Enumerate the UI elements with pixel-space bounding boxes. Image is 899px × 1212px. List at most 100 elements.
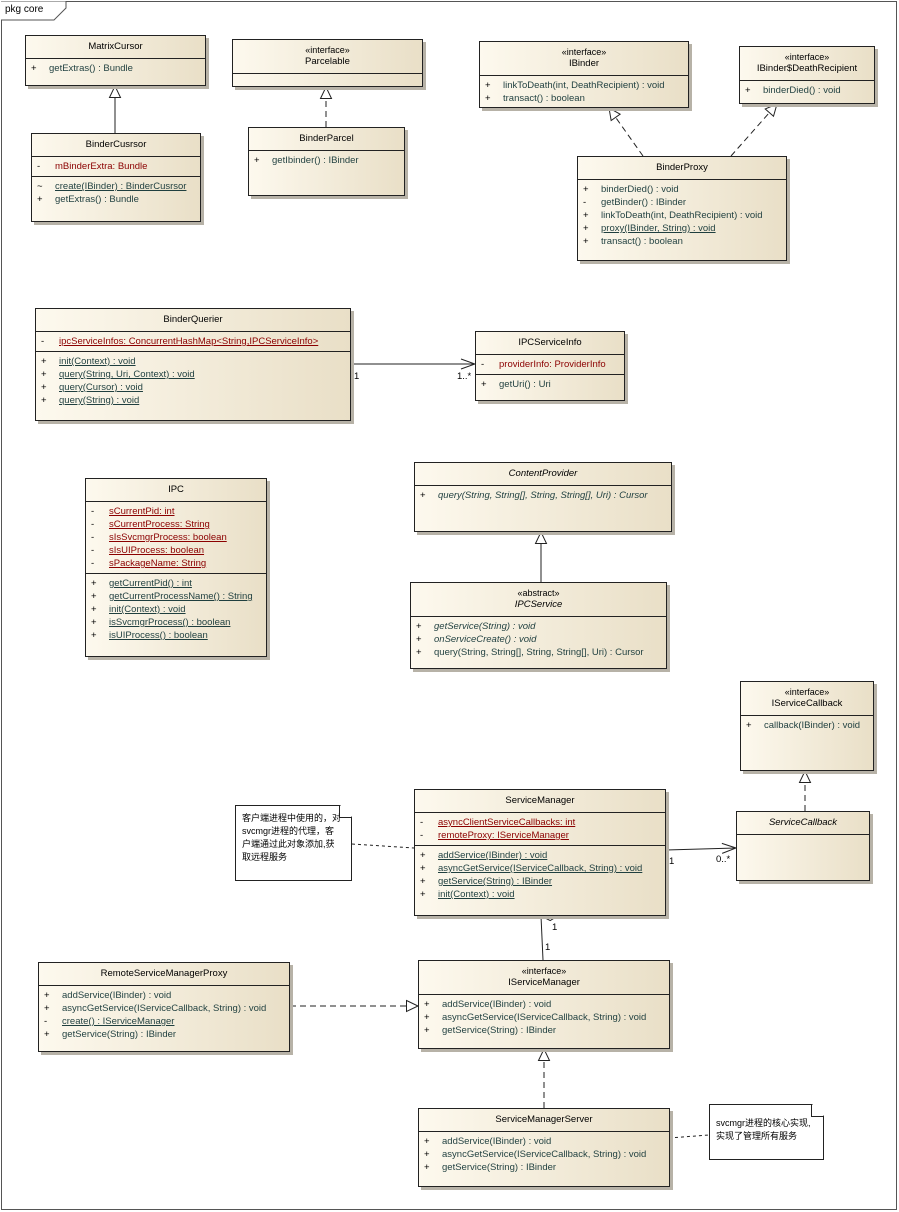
operation-row[interactable]: +isSvcmgrProcess() : boolean: [91, 616, 261, 629]
attribute-row[interactable]: -ipcServiceInfos: ConcurrentHashMap<Stri…: [41, 335, 345, 348]
operation-row[interactable]: +asyncGetService(IServiceCallback, Strin…: [420, 862, 660, 875]
operation-text: init(Context) : void: [438, 889, 515, 900]
class-name: IBinder: [568, 58, 600, 69]
operations-compartment: +getUri() : Uri: [476, 374, 624, 394]
class-bindercursor[interactable]: BinderCusrsor-mBinderExtra: Bundle~creat…: [31, 133, 201, 222]
operations-compartment: +getExtras() : Bundle: [26, 59, 205, 78]
operation-row[interactable]: +linkToDeath(int, DeathRecipient) : void: [583, 209, 781, 222]
operation-row[interactable]: -getBinder() : IBinder: [583, 196, 781, 209]
operation-row[interactable]: +addService(IBinder) : void: [424, 998, 664, 1011]
operation-row[interactable]: +addService(IBinder) : void: [420, 849, 660, 862]
operation-row[interactable]: +getExtras() : Bundle: [31, 62, 200, 75]
class-header: BinderParcel: [249, 128, 404, 151]
operation-row[interactable]: +asyncGetService(IServiceCallback, Strin…: [424, 1148, 664, 1161]
operation-row[interactable]: +onServiceCreate() : void: [416, 633, 661, 646]
class-matrixcursor[interactable]: MatrixCursor+getExtras() : Bundle: [25, 35, 206, 86]
operation-row[interactable]: +init(Context) : void: [41, 355, 345, 368]
class-binderparcel[interactable]: BinderParcel +getIbinder() : IBinder: [248, 127, 405, 196]
operation-row[interactable]: +getService(String) : void: [416, 620, 661, 633]
operation-text: asyncGetService(IServiceCallback, String…: [62, 1003, 267, 1014]
operation-row[interactable]: +linkToDeath(int, DeathRecipient) : void: [485, 79, 683, 92]
attribute-row[interactable]: -sCurrentProcess: String: [91, 518, 261, 531]
class-ipcserviceinfo[interactable]: IPCServiceInfo-providerInfo: ProviderInf…: [475, 331, 625, 401]
visibility-marker: +: [583, 236, 589, 247]
class-binderproxy[interactable]: BinderProxy+binderDied() : void-getBinde…: [577, 156, 787, 261]
operation-row[interactable]: +getService(String) : IBinder: [420, 875, 660, 888]
operation-text: addService(IBinder) : void: [442, 999, 552, 1010]
class-remoteservicemanagerproxy[interactable]: RemoteServiceManagerProxy+addService(IBi…: [38, 962, 290, 1052]
operation-row[interactable]: +callback(IBinder) : void: [746, 719, 868, 732]
class-deathrecipient[interactable]: «interface»IBinder$DeathRecipient+binder…: [739, 46, 875, 104]
operation-row[interactable]: +asyncGetService(IServiceCallback, Strin…: [424, 1011, 664, 1024]
class-name: BinderParcel: [299, 133, 354, 144]
visibility-marker: -: [41, 336, 45, 347]
attribute-row[interactable]: -sIsSvcmgrProcess: boolean: [91, 531, 261, 544]
class-stereotype: «interface»: [521, 966, 567, 976]
attribute-row[interactable]: -sCurrentPid: int: [91, 505, 261, 518]
operation-row[interactable]: +query(Cursor) : void: [41, 381, 345, 394]
visibility-marker: +: [420, 876, 426, 887]
empty-compartment: [233, 74, 422, 110]
operation-row[interactable]: + transact() : boolean: [583, 235, 781, 248]
visibility-marker: +: [91, 630, 97, 641]
class-contentprovider[interactable]: ContentProvider+query(String, String[], …: [414, 462, 672, 532]
visibility-marker: -: [91, 506, 95, 517]
operation-text: getUri() : Uri: [499, 379, 551, 390]
visibility-marker: +: [91, 578, 97, 589]
operation-row[interactable]: +getExtras() : Bundle: [37, 193, 195, 206]
operation-row[interactable]: ~create(IBinder) : BinderCusrsor: [37, 180, 195, 193]
operation-row[interactable]: +query(String, Uri, Context) : void: [41, 368, 345, 381]
operation-row[interactable]: +getIbinder() : IBinder: [254, 154, 399, 167]
operation-row[interactable]: +addService(IBinder) : void: [44, 989, 284, 1002]
operation-row[interactable]: + isUIProcess() : boolean: [91, 629, 261, 642]
operation-row[interactable]: +getCurrentPid() : int: [91, 577, 261, 590]
operation-row[interactable]: +getUri() : Uri: [481, 378, 619, 391]
class-parcelable[interactable]: «interface»Parcelable: [232, 39, 423, 87]
attribute-row[interactable]: -mBinderExtra: Bundle: [37, 160, 195, 173]
class-servicemanagerserver[interactable]: ServiceManagerServer+addService(IBinder)…: [418, 1108, 670, 1187]
attribute-row[interactable]: -sIsUIProcess: boolean: [91, 544, 261, 557]
operation-row[interactable]: +query(String, String[], String, String[…: [420, 489, 666, 502]
operation-text: addService(IBinder) : void: [442, 1136, 552, 1147]
class-ipcservice[interactable]: «abstract»IPCService+getService(String) …: [410, 582, 667, 669]
operations-compartment: +getCurrentPid() : int+getCurrentProcess…: [86, 573, 266, 645]
operation-row[interactable]: +binderDied() : void: [745, 84, 869, 97]
operation-text: transact() : boolean: [601, 236, 683, 247]
operation-row[interactable]: +init(Context) : void: [91, 603, 261, 616]
class-iservicemanager[interactable]: «interface»IServiceManager+addService(IB…: [418, 960, 670, 1049]
operation-row[interactable]: +getService(String) : IBinder: [424, 1024, 664, 1037]
operation-row[interactable]: +getService(String) : IBinder: [424, 1161, 664, 1174]
operation-row[interactable]: +query(String) : void: [41, 394, 345, 407]
operation-row[interactable]: +transact() : boolean: [485, 92, 683, 105]
attribute-row[interactable]: -providerInfo: ProviderInfo: [481, 358, 619, 371]
attribute-text: sPackageName: String: [109, 558, 207, 569]
operation-text: asyncGetService(IServiceCallback, String…: [442, 1149, 647, 1160]
class-binderquerier[interactable]: BinderQuerier-ipcServiceInfos: Concurren…: [35, 308, 351, 421]
class-ipc[interactable]: IPC-sCurrentPid: int-sCurrentProcess: St…: [85, 478, 267, 657]
operation-row[interactable]: +query(String, String[], String, String[…: [416, 646, 661, 659]
class-iservicecallback[interactable]: «interface»IServiceCallback+callback(IBi…: [740, 681, 874, 771]
operation-row[interactable]: +init(Context) : void: [420, 888, 660, 901]
class-ibinder[interactable]: «interface»IBinder+linkToDeath(int, Deat…: [479, 41, 689, 108]
attribute-row[interactable]: -sPackageName: String: [91, 557, 261, 570]
operation-text: getService(String) : void: [434, 621, 536, 632]
operation-row[interactable]: +getCurrentProcessName() : String: [91, 590, 261, 603]
attribute-row[interactable]: -remoteProxy: IServiceManager: [420, 829, 660, 842]
visibility-marker: +: [44, 1029, 50, 1040]
operation-row[interactable]: +binderDied() : void: [583, 183, 781, 196]
operation-row[interactable]: +asyncGetService(IServiceCallback, Strin…: [44, 1002, 284, 1015]
attribute-row[interactable]: -asyncClientServiceCallbacks: int: [420, 816, 660, 829]
operation-text: isUIProcess() : boolean: [109, 630, 208, 641]
class-servicecallback[interactable]: ServiceCallback: [736, 811, 870, 881]
operation-row[interactable]: +proxy(IBinder, String) : void: [583, 222, 781, 235]
class-stereotype: «interface»: [784, 52, 830, 62]
operation-text: getCurrentProcessName() : String: [109, 591, 253, 602]
note-line: 客户端进程中使用的，对: [242, 813, 342, 823]
operation-row[interactable]: +addService(IBinder) : void: [424, 1135, 664, 1148]
note-client-proxy[interactable]: 客户端进程中使用的，对 svcmgr进程的代理，客 户端通过此对象添加,获 取远…: [235, 805, 352, 881]
attribute-text: remoteProxy: IServiceManager: [438, 830, 569, 841]
operation-row[interactable]: +getService(String) : IBinder: [44, 1028, 284, 1041]
note-server-core[interactable]: svcmgr进程的核心实现, 实现了管理所有服务: [709, 1104, 824, 1160]
operation-row[interactable]: -create() : IServiceManager: [44, 1015, 284, 1028]
class-servicemanager[interactable]: ServiceManager-asyncClientServiceCallbac…: [414, 789, 666, 916]
